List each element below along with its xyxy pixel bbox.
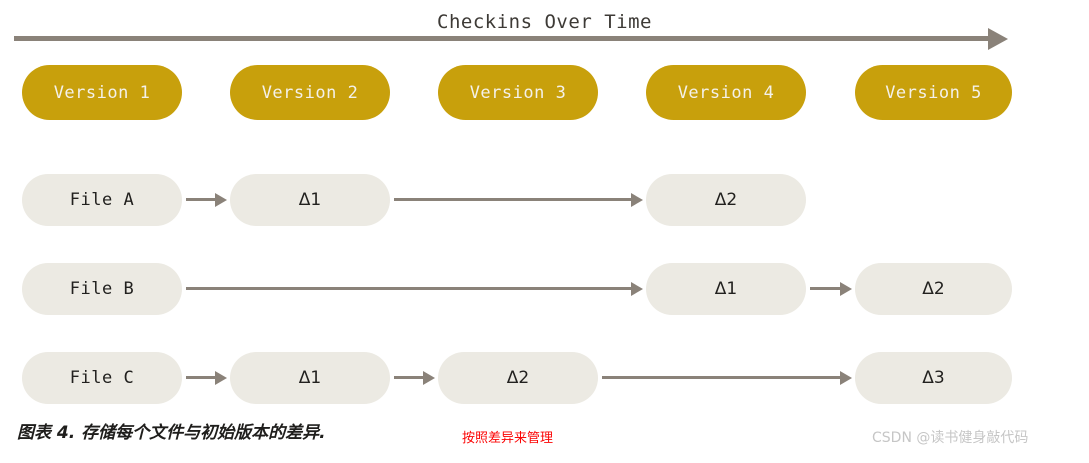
- watermark-label: CSDN @读书健身敲代码: [872, 430, 1029, 446]
- version-pill-label: Version 4: [677, 82, 775, 103]
- file-node-label: File A: [69, 190, 135, 210]
- connector-arrow-icon: [631, 282, 643, 296]
- version-pill-2[interactable]: Version 2: [230, 65, 390, 120]
- file-node-label: File C: [69, 368, 135, 388]
- timeline-axis-line: [14, 36, 992, 41]
- version-pill-label: Version 3: [469, 82, 567, 103]
- file-node-box[interactable]: File A: [22, 174, 182, 226]
- version-pill-4[interactable]: Version 4: [646, 65, 806, 120]
- version-pill-label: Version 1: [53, 82, 151, 103]
- version-pill-label: Version 2: [261, 82, 359, 103]
- delta-node-label: Δ2: [714, 190, 738, 210]
- delta-node-label: Δ1: [714, 279, 738, 299]
- version-pill-label: Version 5: [885, 82, 982, 103]
- connector-line: [810, 287, 840, 290]
- delta-node-label: Δ2: [922, 279, 945, 299]
- delta-node-label: Δ3: [922, 368, 945, 388]
- red-annotation-note: 按照差异来管理: [462, 431, 554, 446]
- connector-arrow-icon: [215, 193, 227, 207]
- delta-node-box[interactable]: Δ2: [438, 352, 598, 404]
- connector-arrow-icon: [840, 282, 852, 296]
- file-node-box[interactable]: File B: [22, 263, 182, 315]
- delta-node-box[interactable]: Δ1: [230, 174, 390, 226]
- diagram-title: Checkins Over Time: [437, 11, 652, 33]
- delta-node-box[interactable]: Δ3: [855, 352, 1012, 404]
- version-pill-3[interactable]: Version 3: [438, 65, 598, 120]
- connector-line: [394, 198, 631, 201]
- version-pill-5[interactable]: Version 5: [855, 65, 1012, 120]
- file-node-label: File B: [69, 279, 135, 299]
- connector-arrow-icon: [215, 371, 227, 385]
- connector-arrow-icon: [631, 193, 643, 207]
- file-node-box[interactable]: File C: [22, 352, 182, 404]
- connector-arrow-icon: [423, 371, 435, 385]
- connector-line: [186, 376, 215, 379]
- delta-node-label: Δ1: [298, 190, 322, 210]
- delta-node-box[interactable]: Δ1: [646, 263, 806, 315]
- connector-arrow-icon: [840, 371, 852, 385]
- delta-node-box[interactable]: Δ2: [855, 263, 1012, 315]
- delta-node-box[interactable]: Δ1: [230, 352, 390, 404]
- connector-line: [186, 198, 215, 201]
- delta-node-label: Δ2: [506, 368, 530, 388]
- version-pill-1[interactable]: Version 1: [22, 65, 182, 120]
- connector-line: [186, 287, 631, 290]
- connector-line: [602, 376, 840, 379]
- connector-line: [394, 376, 423, 379]
- delta-node-label: Δ1: [298, 368, 322, 388]
- delta-node-box[interactable]: Δ2: [646, 174, 806, 226]
- figure-caption: 图表 4. 存储每个文件与初始版本的差异.: [17, 423, 326, 443]
- timeline-arrow-icon: [988, 28, 1008, 50]
